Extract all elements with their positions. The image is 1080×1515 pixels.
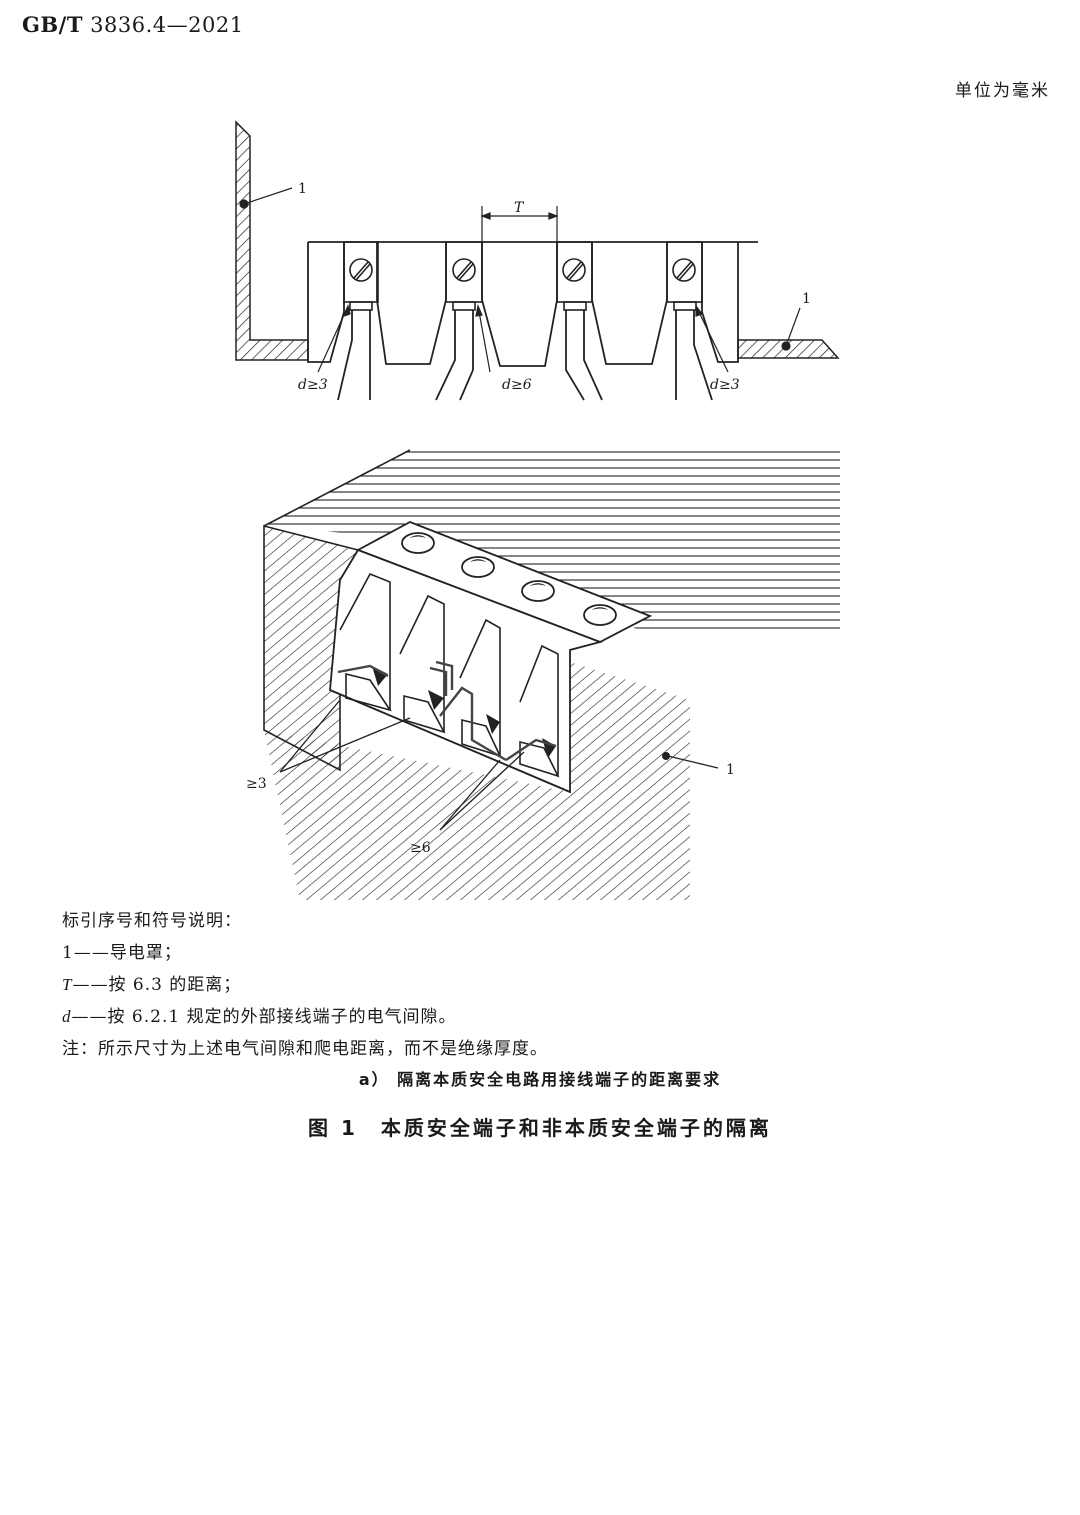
legend-item: 1——导电罩； (62, 943, 182, 963)
d-middle-label: d≥6 (502, 377, 532, 393)
figure-caption: 图 1 本质安全端子和非本质安全端子的隔离 (308, 1116, 772, 1140)
label-min6: ≥6 (410, 840, 431, 856)
dim-T-label: T (514, 200, 525, 216)
unit-note: 单位为毫米 (955, 81, 1050, 101)
terminal-screws (343, 241, 703, 311)
legend-item: T——按 6.3 的距离； (62, 975, 242, 995)
label-min3: ≥3 (246, 776, 267, 792)
legend-item: d——按 6.2.1 规定的外部接线端子的电气间隙。 (62, 1007, 457, 1027)
terminal-3d-diagram: ≥3 ≥6 1 (246, 449, 840, 900)
d-left-label: d≥3 (298, 377, 328, 393)
standard-code: GB/T 3836.4—2021 (22, 12, 244, 37)
callout-left: 1 (298, 181, 307, 197)
d-right-label: d≥3 (710, 377, 740, 393)
legend-title: 标引序号和符号说明： (62, 911, 242, 931)
subfigure-caption: a） 隔离本质安全电路用接线端子的距离要求 (358, 1070, 722, 1089)
callout-3d: 1 (726, 762, 735, 778)
legend-note: 注：所示尺寸为上述电气间隙和爬电距离，而不是绝缘厚度。 (62, 1039, 548, 1059)
terminal-section-diagram: T 1 1 d≥3 d≥6 d≥3 (235, 120, 840, 401)
callout-right: 1 (802, 291, 811, 307)
